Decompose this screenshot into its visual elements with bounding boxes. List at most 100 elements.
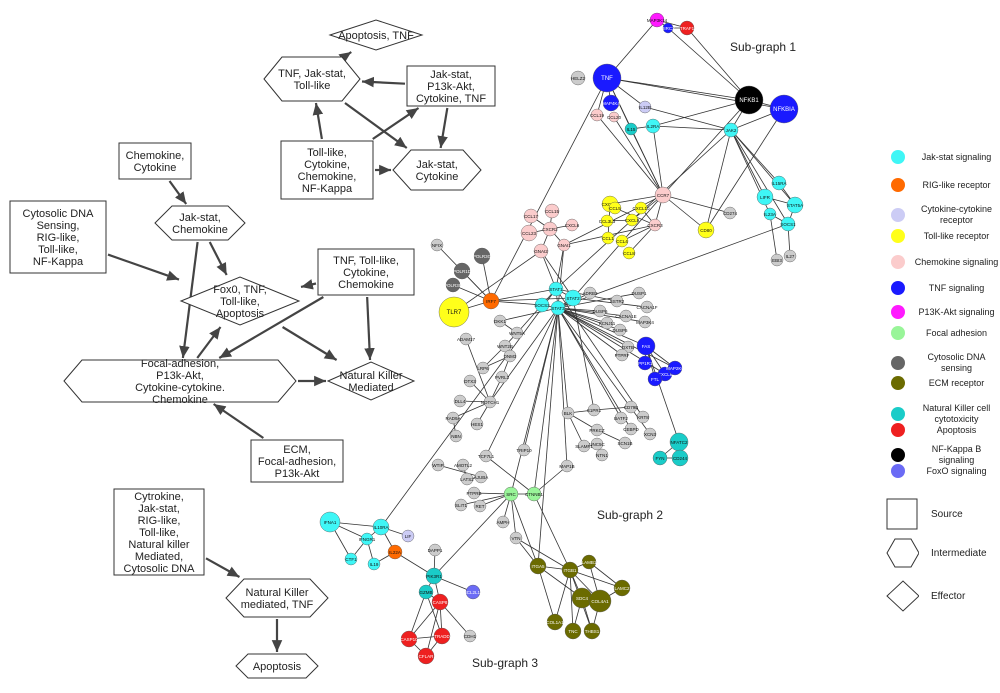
- gene-node: IL15: [624, 122, 638, 136]
- gene-node: COL4A1: [588, 589, 612, 613]
- gene-node: NFATC2: [669, 432, 689, 452]
- gene-node: SOCS1: [780, 216, 796, 232]
- gene-node: IFNA1: [319, 511, 341, 533]
- gene-node: THBS1: [583, 622, 601, 640]
- gene-label: IL22A: [389, 550, 401, 555]
- legend-item: Apoptosis: [885, 423, 1000, 437]
- gene-edge: [557, 307, 568, 467]
- gene-label: CXCL10: [632, 206, 650, 211]
- gene-label: KRT8: [637, 415, 649, 420]
- flow-node-label: Chemokine: [152, 394, 208, 406]
- gene-edge: [533, 465, 568, 495]
- pathway-flow-edges: [107, 51, 449, 652]
- gene-node: CASP8: [431, 593, 449, 611]
- legend-swatch: [891, 281, 905, 295]
- gene-node: NOTCH1: [481, 395, 500, 409]
- gene-node: WTIP: [431, 458, 445, 472]
- flow-node-hexagon: Jak-stat,Chemokine: [154, 205, 246, 241]
- gene-node: HES1: [470, 417, 483, 431]
- gene-label: LIFR: [760, 195, 771, 200]
- flow-node-label: Toll-like: [294, 80, 331, 92]
- gene-label: SSTR2: [610, 299, 625, 304]
- flow-node-label: Mediated: [348, 382, 393, 394]
- gene-edge: [662, 99, 750, 196]
- shape-legend-diamond-icon: [886, 580, 919, 612]
- gene-label: CCL1: [602, 236, 614, 241]
- gene-node: CCL17: [523, 208, 538, 224]
- gene-label: ADRB2: [582, 291, 598, 296]
- gene-node: CD244: [671, 449, 689, 467]
- gene-node: COL1A1: [546, 613, 564, 631]
- legend-item: Jak-stat signaling: [885, 150, 1000, 164]
- gene-node: AMOTL2: [454, 458, 472, 472]
- flow-node-label: P13k-Akt,: [427, 81, 475, 93]
- legend-item: Cytokine-cytokine receptor: [885, 204, 1000, 226]
- gene-node: BLK: [561, 406, 575, 420]
- gene-node: PTPRB: [466, 486, 482, 500]
- legend-label: Chemokine signaling: [914, 256, 999, 267]
- gene-node: TRIP10: [516, 443, 532, 457]
- gene-label: LATS2: [460, 477, 474, 482]
- gene-label: XCN3: [644, 432, 657, 437]
- gene-label: BLK: [564, 411, 573, 416]
- legend-swatch: [891, 150, 905, 164]
- gene-edge: [510, 493, 539, 567]
- gene-label: NOTCH1: [481, 400, 500, 405]
- flow-node-label: Sensing,: [37, 220, 80, 232]
- flow-node-label: P13k-Akt: [275, 468, 320, 480]
- gene-label: SCN1B: [617, 441, 632, 446]
- flow-node-hexagon: Focal-adhesion,P13k-Akt,Cytokine-cytokin…: [63, 358, 297, 406]
- gene-node: CCL20: [607, 111, 621, 123]
- flow-node-label: mediated, TNF: [241, 599, 314, 611]
- gene-node: NTN1: [595, 448, 608, 462]
- flow-node-label: NF-Kappa: [302, 183, 353, 195]
- gene-label: PVRL3: [495, 375, 510, 380]
- flow-node-label: Cytokine: [134, 162, 177, 174]
- gene-label: UNC5C: [589, 442, 605, 447]
- gene-label: CCL15: [545, 209, 560, 214]
- gene-edge: [730, 129, 796, 206]
- flow-node-label: Toll-like,: [139, 527, 179, 539]
- legend-label: ECM receptor: [928, 377, 985, 388]
- flow-node-label: Cytrokine,: [134, 491, 184, 503]
- gene-node: TNC: [564, 622, 582, 640]
- flow-node-label: Jak-stat,: [430, 69, 472, 81]
- gene-label: IL2RA: [647, 124, 660, 129]
- gene-node: VTN: [509, 531, 523, 545]
- gene-node: IL27: [783, 249, 797, 263]
- gene-node: LIFR: [756, 188, 774, 206]
- gene-label: IL10RA: [373, 525, 388, 530]
- gene-label: CD80: [700, 228, 712, 233]
- gene-label: FTL: [651, 377, 659, 382]
- gene-node: NFKBIA: [769, 94, 799, 124]
- gene-node: BIRC3: [661, 22, 675, 34]
- flow-node-label: Cytosolic DNA: [23, 208, 95, 220]
- gene-edge: [437, 464, 482, 478]
- flow-node-label: Jak-stat,: [179, 212, 221, 224]
- gene-edge: [730, 129, 789, 225]
- gene-label: PIK3R1: [426, 574, 442, 579]
- gene-edge: [686, 27, 750, 101]
- gene-edge: [537, 565, 556, 623]
- flow-node-label: Focal-adhesion,: [258, 456, 336, 468]
- gene-label: VTN: [512, 536, 521, 541]
- gene-edge: [557, 307, 623, 356]
- gene-edge: [557, 307, 647, 347]
- gene-node: IL15RA: [771, 175, 787, 191]
- gene-edge: [730, 129, 766, 198]
- flow-node-label: Toll-like,: [220, 296, 260, 308]
- flow-node-label: Cytokine,: [304, 159, 350, 171]
- gene-label: JAK2: [726, 128, 737, 133]
- gene-edge: [572, 297, 595, 411]
- gene-node: TRAF1: [679, 20, 695, 36]
- gene-node: HELZ2: [570, 70, 585, 86]
- flow-edge: [196, 326, 222, 359]
- legend-swatch: [891, 356, 905, 370]
- legend-label: Cytokine-cytokine receptor: [920, 204, 993, 225]
- flow-node-hexagon: Apoptosis: [235, 653, 319, 679]
- legend-item: Toll-like receptor: [885, 229, 1000, 243]
- legend-swatch: [891, 229, 905, 243]
- gene-node: CXCL6: [565, 218, 580, 232]
- flow-node-label: Jak-stat,: [416, 159, 458, 171]
- gene-label: TCF7L1: [478, 454, 495, 459]
